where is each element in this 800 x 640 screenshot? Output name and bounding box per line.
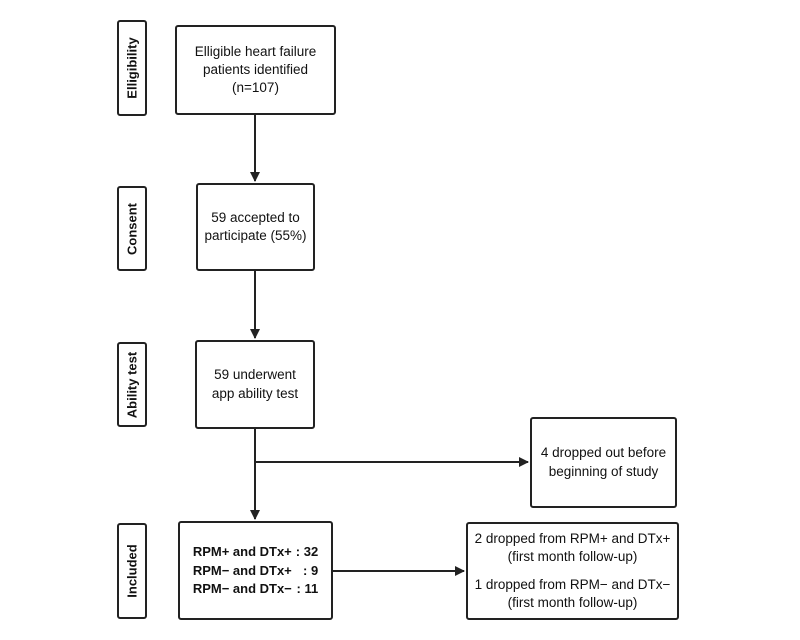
ability-line1: 59 underwent	[214, 367, 296, 383]
group-value-rpm-minus-dtx-plus: : 9	[303, 562, 319, 578]
stage-label-consent-text: Consent	[124, 202, 140, 255]
box-dropped-followup: 2 dropped from RPM+ and DTx+ (first mont…	[466, 522, 679, 620]
eligible-line2: patients identified	[202, 61, 309, 77]
box-consent: 59 accepted to participate (55%)	[196, 183, 315, 271]
dropped-followup-b1: 1 dropped from RPM− and DTx−	[474, 577, 671, 592]
group-label-rpm-minus-dtx-minus: RPM− and DTx−	[192, 581, 292, 597]
stage-label-included-text: Included	[124, 544, 140, 598]
group-value-rpm-plus-dtx-plus: : 32	[295, 544, 319, 560]
group-list: RPM+ and DTx+ : 32 RPM− and DTx+ : 9 RPM…	[193, 543, 318, 598]
consent-line2: participate (55%)	[204, 228, 307, 243]
ability-line2: app ability test	[211, 385, 299, 401]
stage-label-ability: Ability test	[117, 342, 147, 427]
eligible-line1: Elligible heart failure	[194, 43, 317, 59]
box-dropout-before-study: 4 dropped out before beginning of study	[530, 417, 677, 508]
dropout-before-line2: beginning of study	[548, 463, 659, 479]
dropped-followup-b2: (first month follow-up)	[507, 595, 638, 611]
stage-label-ability-text: Ability test	[124, 351, 140, 418]
consent-line1: 59 accepted to	[211, 209, 300, 225]
box-eligible-patients: Elligible heart failure patients identif…	[175, 25, 336, 115]
dropped-followup-a1: 2 dropped from RPM+ and DTx+	[474, 530, 671, 546]
dropped-followup-a2: (first month follow-up)	[507, 548, 638, 564]
group-label-rpm-plus-dtx-plus: RPM+ and DTx+	[192, 544, 292, 560]
dropout-before-line1: 4 dropped out before	[540, 445, 667, 461]
stage-label-consent: Consent	[117, 186, 147, 271]
group-label-rpm-minus-dtx-plus: RPM− and DTx+	[192, 562, 292, 578]
box-included-groups: RPM+ and DTx+ : 32 RPM− and DTx+ : 9 RPM…	[178, 521, 333, 620]
stage-label-included: Included	[117, 523, 147, 619]
group-value-rpm-minus-dtx-minus: : 11	[296, 581, 319, 597]
box-ability-test: 59 underwent app ability test	[195, 340, 315, 429]
stage-label-eligibility-text: Elligibility	[124, 37, 140, 99]
eligible-line3: (n=107)	[232, 80, 279, 96]
stage-label-eligibility: Elligibility	[117, 20, 147, 116]
